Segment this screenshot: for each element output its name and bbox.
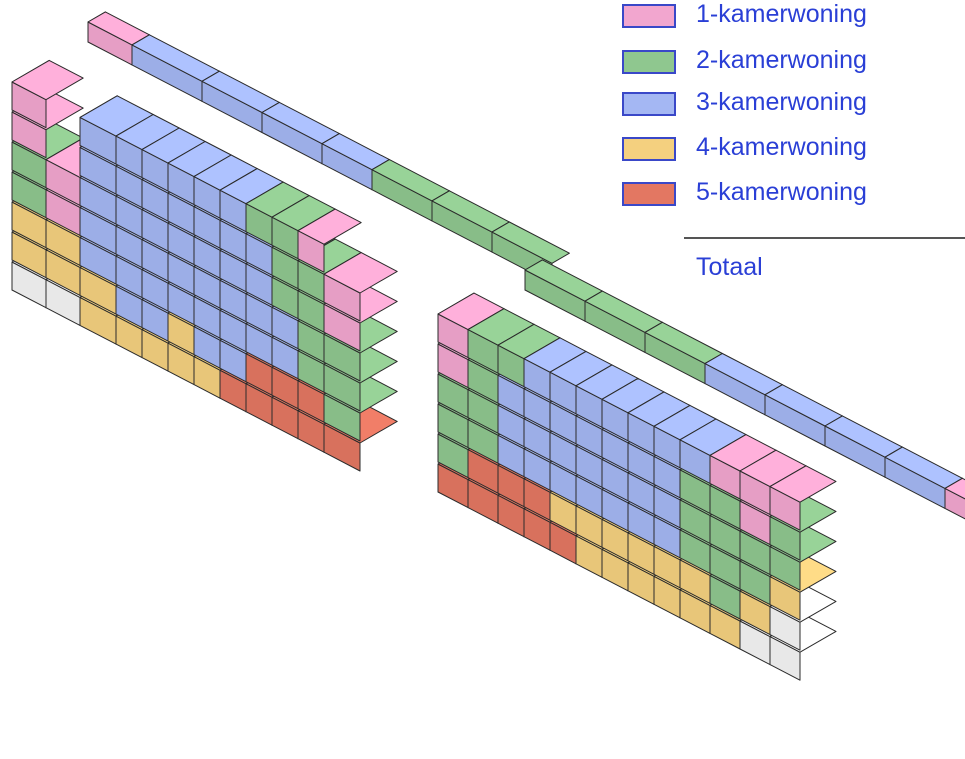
legend-item-5-kamer: 5-kamerwoning [622,174,962,210]
unit-block-1-kamer [11,59,84,101]
legend-swatch-4-kamer [622,137,676,161]
legend-label-2-kamer: 2-kamerwoning [696,46,867,74]
housing-units [11,11,965,681]
unit-block-1-kamer [944,477,965,500]
unit-block-2-kamer [491,221,570,264]
legend-label-1-kamer: 1-kamerwoning [696,0,867,28]
legend-swatch-5-kamer [622,182,676,206]
legend-item-3-kamer: 3-kamerwoning [622,84,962,120]
legend-item-2-kamer: 2-kamerwoning [622,42,962,78]
legend-label-5-kamer: 5-kamerwoning [696,178,867,206]
legend-swatch-3-kamer [622,92,676,116]
unit-block-1-kamer [297,208,362,245]
legend-label-3-kamer: 3-kamerwoning [696,88,867,116]
legend-item-4-kamer: 4-kamerwoning [622,129,962,165]
unit-block-1-kamer [944,487,965,520]
legend-divider [684,237,965,239]
legend-swatch-2-kamer [622,50,676,74]
legend-swatch-1-kamer [622,4,676,28]
legend-label-4-kamer: 4-kamerwoning [696,133,867,161]
legend-total-label: Totaal [696,253,763,281]
unit-block-1-kamer [769,465,837,503]
legend-item-1-kamer: 1-kamerwoning [622,0,962,32]
unit-block-1-kamer [323,252,398,294]
legend: 1-kamerwoning 2-kamerwoning 3-kamerwonin… [618,0,965,284]
